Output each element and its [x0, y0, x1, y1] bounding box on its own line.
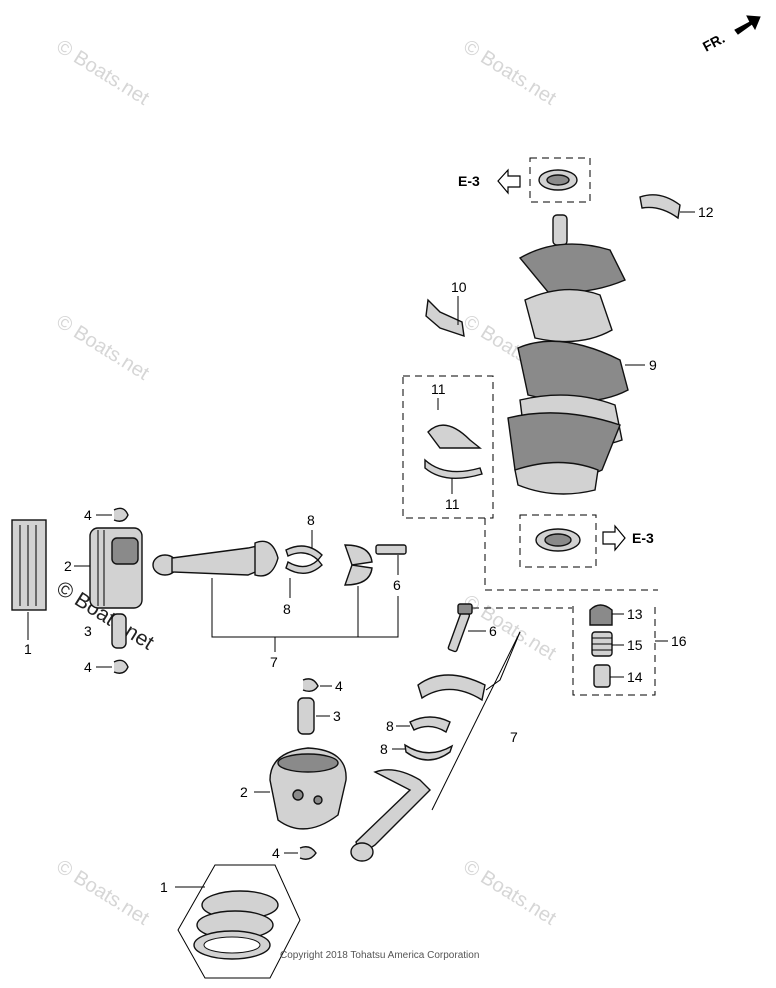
relief-valve-kit: 13 15 14 16 — [572, 604, 687, 696]
left-arrow-icon — [497, 168, 521, 195]
callout-1-left: 1 — [24, 641, 32, 657]
watermark: © Boats.net — [52, 311, 153, 385]
callout-8-right-top: 8 — [386, 718, 394, 734]
callout-7-left: 7 — [270, 654, 278, 670]
right-arrow-icon — [602, 524, 626, 552]
callout-11-bottom: 11 — [445, 496, 460, 512]
callout-3-lower: 3 — [333, 708, 341, 724]
callout-16: 16 — [671, 633, 687, 649]
conrod-assembly-left: 8 8 6 7 — [152, 512, 407, 670]
callout-8-left-top: 8 — [307, 512, 315, 528]
front-direction-indicator: FR. — [700, 15, 761, 55]
front-arrow-icon — [734, 15, 761, 35]
upper-bearing: 12 — [639, 194, 714, 220]
callout-4-left-bottom: 4 — [84, 659, 92, 675]
callout-4-lower-bottom: 4 — [272, 845, 280, 861]
callout-6-left: 6 — [393, 577, 401, 593]
copyright-notice: Copyright 2018 Tohatsu America Corporati… — [280, 950, 479, 961]
left-piston-group: 1 4 2 3 4 — [11, 507, 143, 675]
conrod-assembly-right: 6 8 8 7 — [350, 603, 521, 862]
ref-e3-lower: E-3 — [519, 514, 654, 568]
watermark: © Boats.net — [459, 36, 560, 110]
dashed-leader — [484, 518, 658, 591]
lower-piston-group: 4 3 2 4 1 — [160, 678, 347, 979]
callout-14: 14 — [627, 669, 643, 685]
ref-e3-lower-label: E-3 — [632, 530, 654, 546]
callout-4-lower-top: 4 — [335, 678, 343, 694]
callout-8-left-bottom: 8 — [283, 601, 291, 617]
callout-9: 9 — [649, 357, 657, 373]
callout-10: 10 — [451, 279, 467, 295]
oil-seal-top-inner — [546, 174, 570, 186]
callout-2-lower: 2 — [240, 784, 248, 800]
callout-7-right: 7 — [510, 729, 518, 745]
watermark: © Boats.net — [52, 36, 153, 110]
callout-1-lower: 1 — [160, 879, 168, 895]
watermark: © Boats.net — [459, 856, 560, 930]
watermark: © Boats.net — [52, 856, 153, 930]
callout-13: 13 — [627, 606, 643, 622]
callout-12: 12 — [698, 204, 714, 220]
thrust-bearing-group: 11 11 — [402, 375, 494, 519]
callout-3-left: 3 — [84, 623, 92, 639]
ref-e3-top-label: E-3 — [458, 173, 480, 189]
callout-8-right-bottom: 8 — [380, 741, 388, 757]
main-bearing: 10 — [425, 279, 467, 338]
callout-2-left: 2 — [64, 558, 72, 574]
callout-6-right: 6 — [489, 623, 497, 639]
callout-11-top: 11 — [431, 381, 446, 397]
watermark: © Boats.net — [459, 591, 560, 665]
callout-4-left-top: 4 — [84, 507, 92, 523]
callout-15: 15 — [627, 637, 643, 653]
front-label: FR. — [700, 30, 727, 55]
crankshaft: 9 — [507, 214, 657, 495]
ref-e3-top: E-3 — [458, 157, 591, 203]
